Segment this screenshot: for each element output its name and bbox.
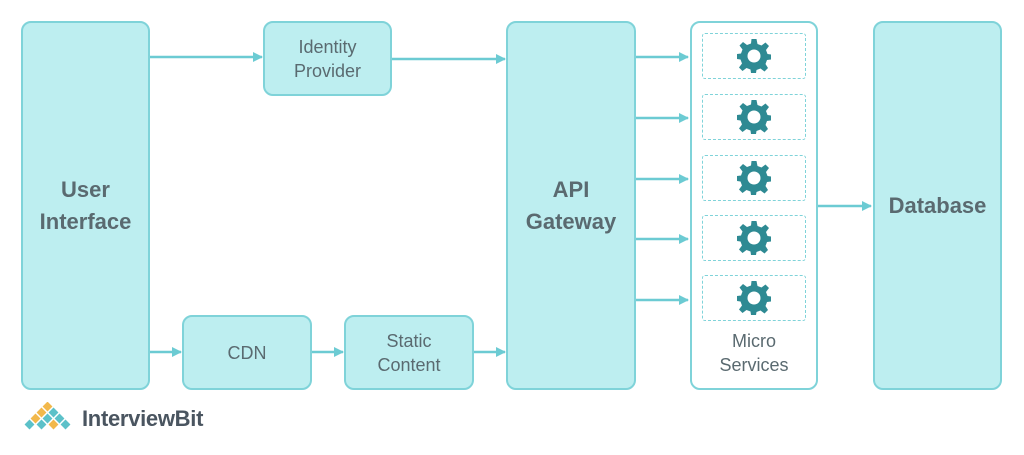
identity-provider-node: Identity Provider	[263, 21, 392, 96]
gear-icon	[737, 161, 771, 195]
cdn-node: CDN	[182, 315, 312, 390]
identity-provider-label: Identity Provider	[293, 36, 362, 81]
micro-service-1	[702, 33, 806, 79]
micro-service-2	[702, 94, 806, 140]
gear-icon	[737, 281, 771, 315]
gear-icon	[737, 221, 771, 255]
static-content-node: Static Content	[344, 315, 474, 390]
gear-icon	[737, 39, 771, 73]
api-gateway-node: API Gateway	[506, 21, 636, 390]
micro-services-group: Micro Services	[690, 21, 818, 390]
logo-text: InterviewBit	[82, 406, 204, 431]
database-label: Database	[888, 192, 987, 218]
micro-service-4	[702, 215, 806, 261]
gear-icon	[737, 100, 771, 134]
diamond-grid-logo-icon	[24, 402, 71, 430]
static-content-label: Static Content	[377, 330, 441, 375]
user-interface-label: User Interface	[39, 176, 132, 234]
micro-service-5	[702, 275, 806, 321]
interviewbit-logo: InterviewBit	[22, 402, 203, 436]
cdn-label: CDN	[227, 342, 267, 363]
api-gateway-label: API Gateway	[525, 176, 617, 234]
user-interface-node: User Interface	[21, 21, 150, 390]
micro-services-label: Micro Services	[719, 331, 789, 375]
micro-service-3	[702, 155, 806, 201]
database-node: Database	[873, 21, 1002, 390]
